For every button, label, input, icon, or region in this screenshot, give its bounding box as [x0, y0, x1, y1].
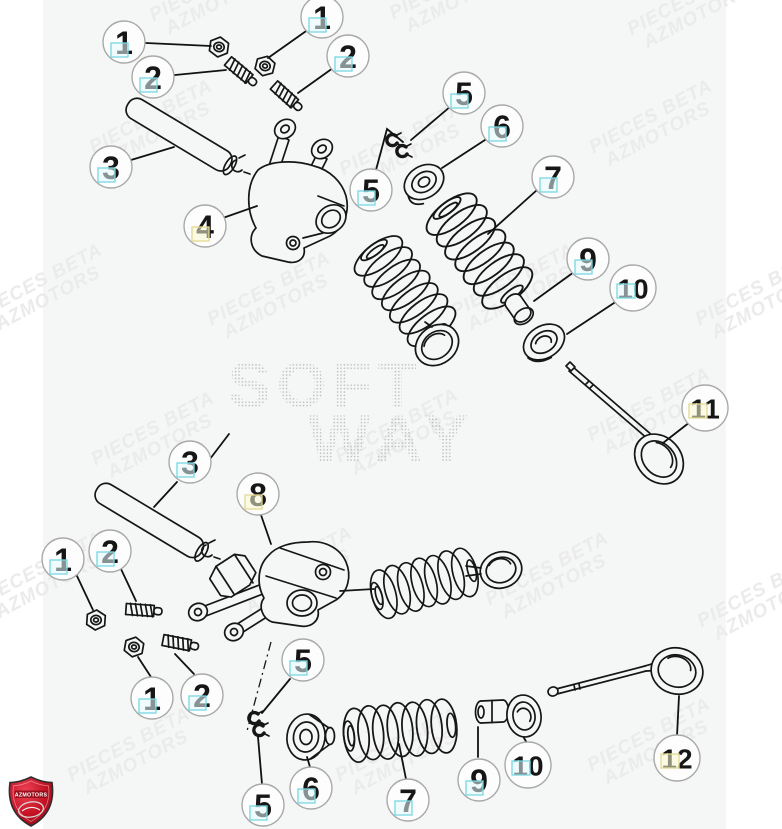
- valve-head-ring-mid: [479, 550, 523, 590]
- lifter-bucket-9-bottom: [474, 699, 510, 724]
- part-marker-square: [49, 559, 68, 575]
- part-marker-square: [308, 17, 327, 33]
- part-marker-square: [188, 695, 207, 711]
- logo-text: AZMOTORS: [15, 792, 48, 798]
- part-marker-square: [96, 551, 115, 567]
- callout-3[interactable]: 3: [89, 145, 133, 189]
- callout-11[interactable]: 11: [681, 384, 729, 432]
- part-marker-square: [574, 259, 593, 275]
- part-marker-square: [139, 77, 158, 93]
- part-marker-square: [539, 177, 558, 193]
- part-marker-square: [249, 805, 268, 821]
- shaft-clip-icon: [200, 539, 221, 560]
- part-marker-square: [465, 780, 484, 796]
- spring-retainer-bottom: [286, 713, 336, 761]
- callout-6[interactable]: 6: [480, 104, 524, 148]
- leader-lines: [76, 28, 691, 785]
- callout-5[interactable]: 5: [349, 168, 393, 212]
- part-marker-square: [688, 403, 708, 419]
- rocker-arm-assembly-8: [187, 540, 350, 642]
- spring-retainer-top: [403, 163, 445, 206]
- part-marker-square: [488, 126, 507, 142]
- valve-head-ring-top: [414, 323, 460, 367]
- callout-9[interactable]: 9: [566, 237, 610, 281]
- shaft-clip-icon: [230, 154, 251, 175]
- part-marker-square: [450, 93, 469, 109]
- callout-9[interactable]: 9: [457, 758, 501, 802]
- part-marker-square: [97, 167, 116, 183]
- rocker-shaft-top: [125, 97, 251, 176]
- rocker-shaft-bottom: [94, 482, 221, 562]
- part-marker-square: [357, 190, 376, 206]
- callout-5[interactable]: 5: [241, 783, 285, 827]
- callout-4[interactable]: 4: [183, 204, 227, 248]
- part-marker-square: [297, 788, 316, 804]
- part-marker-square: [289, 660, 308, 676]
- part-marker-square: [334, 56, 353, 72]
- part-marker-square: [191, 226, 210, 242]
- valve-11: [565, 361, 685, 485]
- callout-1[interactable]: 1: [41, 537, 85, 581]
- part-marker-square: [244, 494, 263, 510]
- softway-watermark: SOFT WAY: [228, 349, 476, 475]
- callout-10[interactable]: 10: [609, 264, 657, 312]
- callout-2[interactable]: 2: [131, 55, 175, 99]
- callout-6[interactable]: 6: [289, 766, 333, 810]
- callout-1[interactable]: 1: [102, 20, 146, 64]
- part-marker-square: [511, 760, 531, 776]
- callout-3[interactable]: 3: [168, 440, 212, 484]
- callout-5[interactable]: 5: [442, 71, 486, 115]
- part-marker-square: [394, 800, 413, 816]
- callout-2[interactable]: 2: [180, 673, 224, 717]
- callout-5[interactable]: 5: [281, 638, 325, 682]
- valve-12: [547, 646, 704, 697]
- softway-line2: WAY: [308, 401, 476, 475]
- callout-1[interactable]: 1: [300, 0, 344, 39]
- callout-7[interactable]: 7: [531, 155, 575, 199]
- callout-1[interactable]: 1: [130, 676, 174, 720]
- stem-seal-10-bottom: [506, 694, 542, 738]
- callout-2[interactable]: 2: [88, 529, 132, 573]
- callout-2[interactable]: 2: [326, 34, 370, 78]
- stem-seal-10-top: [522, 323, 566, 363]
- part-marker-square: [138, 698, 157, 714]
- part-marker-square: [176, 462, 195, 478]
- part-marker-square: [616, 283, 636, 299]
- logo-banner: [14, 790, 48, 798]
- callout-layer: 112234556791011381212556791012: [41, 0, 729, 827]
- rocker-arm-assembly-4: [247, 118, 349, 264]
- softway-line1: SOFT: [228, 349, 423, 421]
- callout-12[interactable]: 12: [653, 734, 701, 782]
- callout-7[interactable]: 7: [386, 778, 430, 822]
- callout-10[interactable]: 10: [504, 741, 552, 789]
- lifter-bucket-9-top: [504, 293, 535, 326]
- part-marker-square: [110, 42, 129, 58]
- part-marker-square: [660, 753, 680, 769]
- azmotors-logo: AZMOTORS: [8, 776, 54, 827]
- callout-8[interactable]: 8: [236, 472, 280, 516]
